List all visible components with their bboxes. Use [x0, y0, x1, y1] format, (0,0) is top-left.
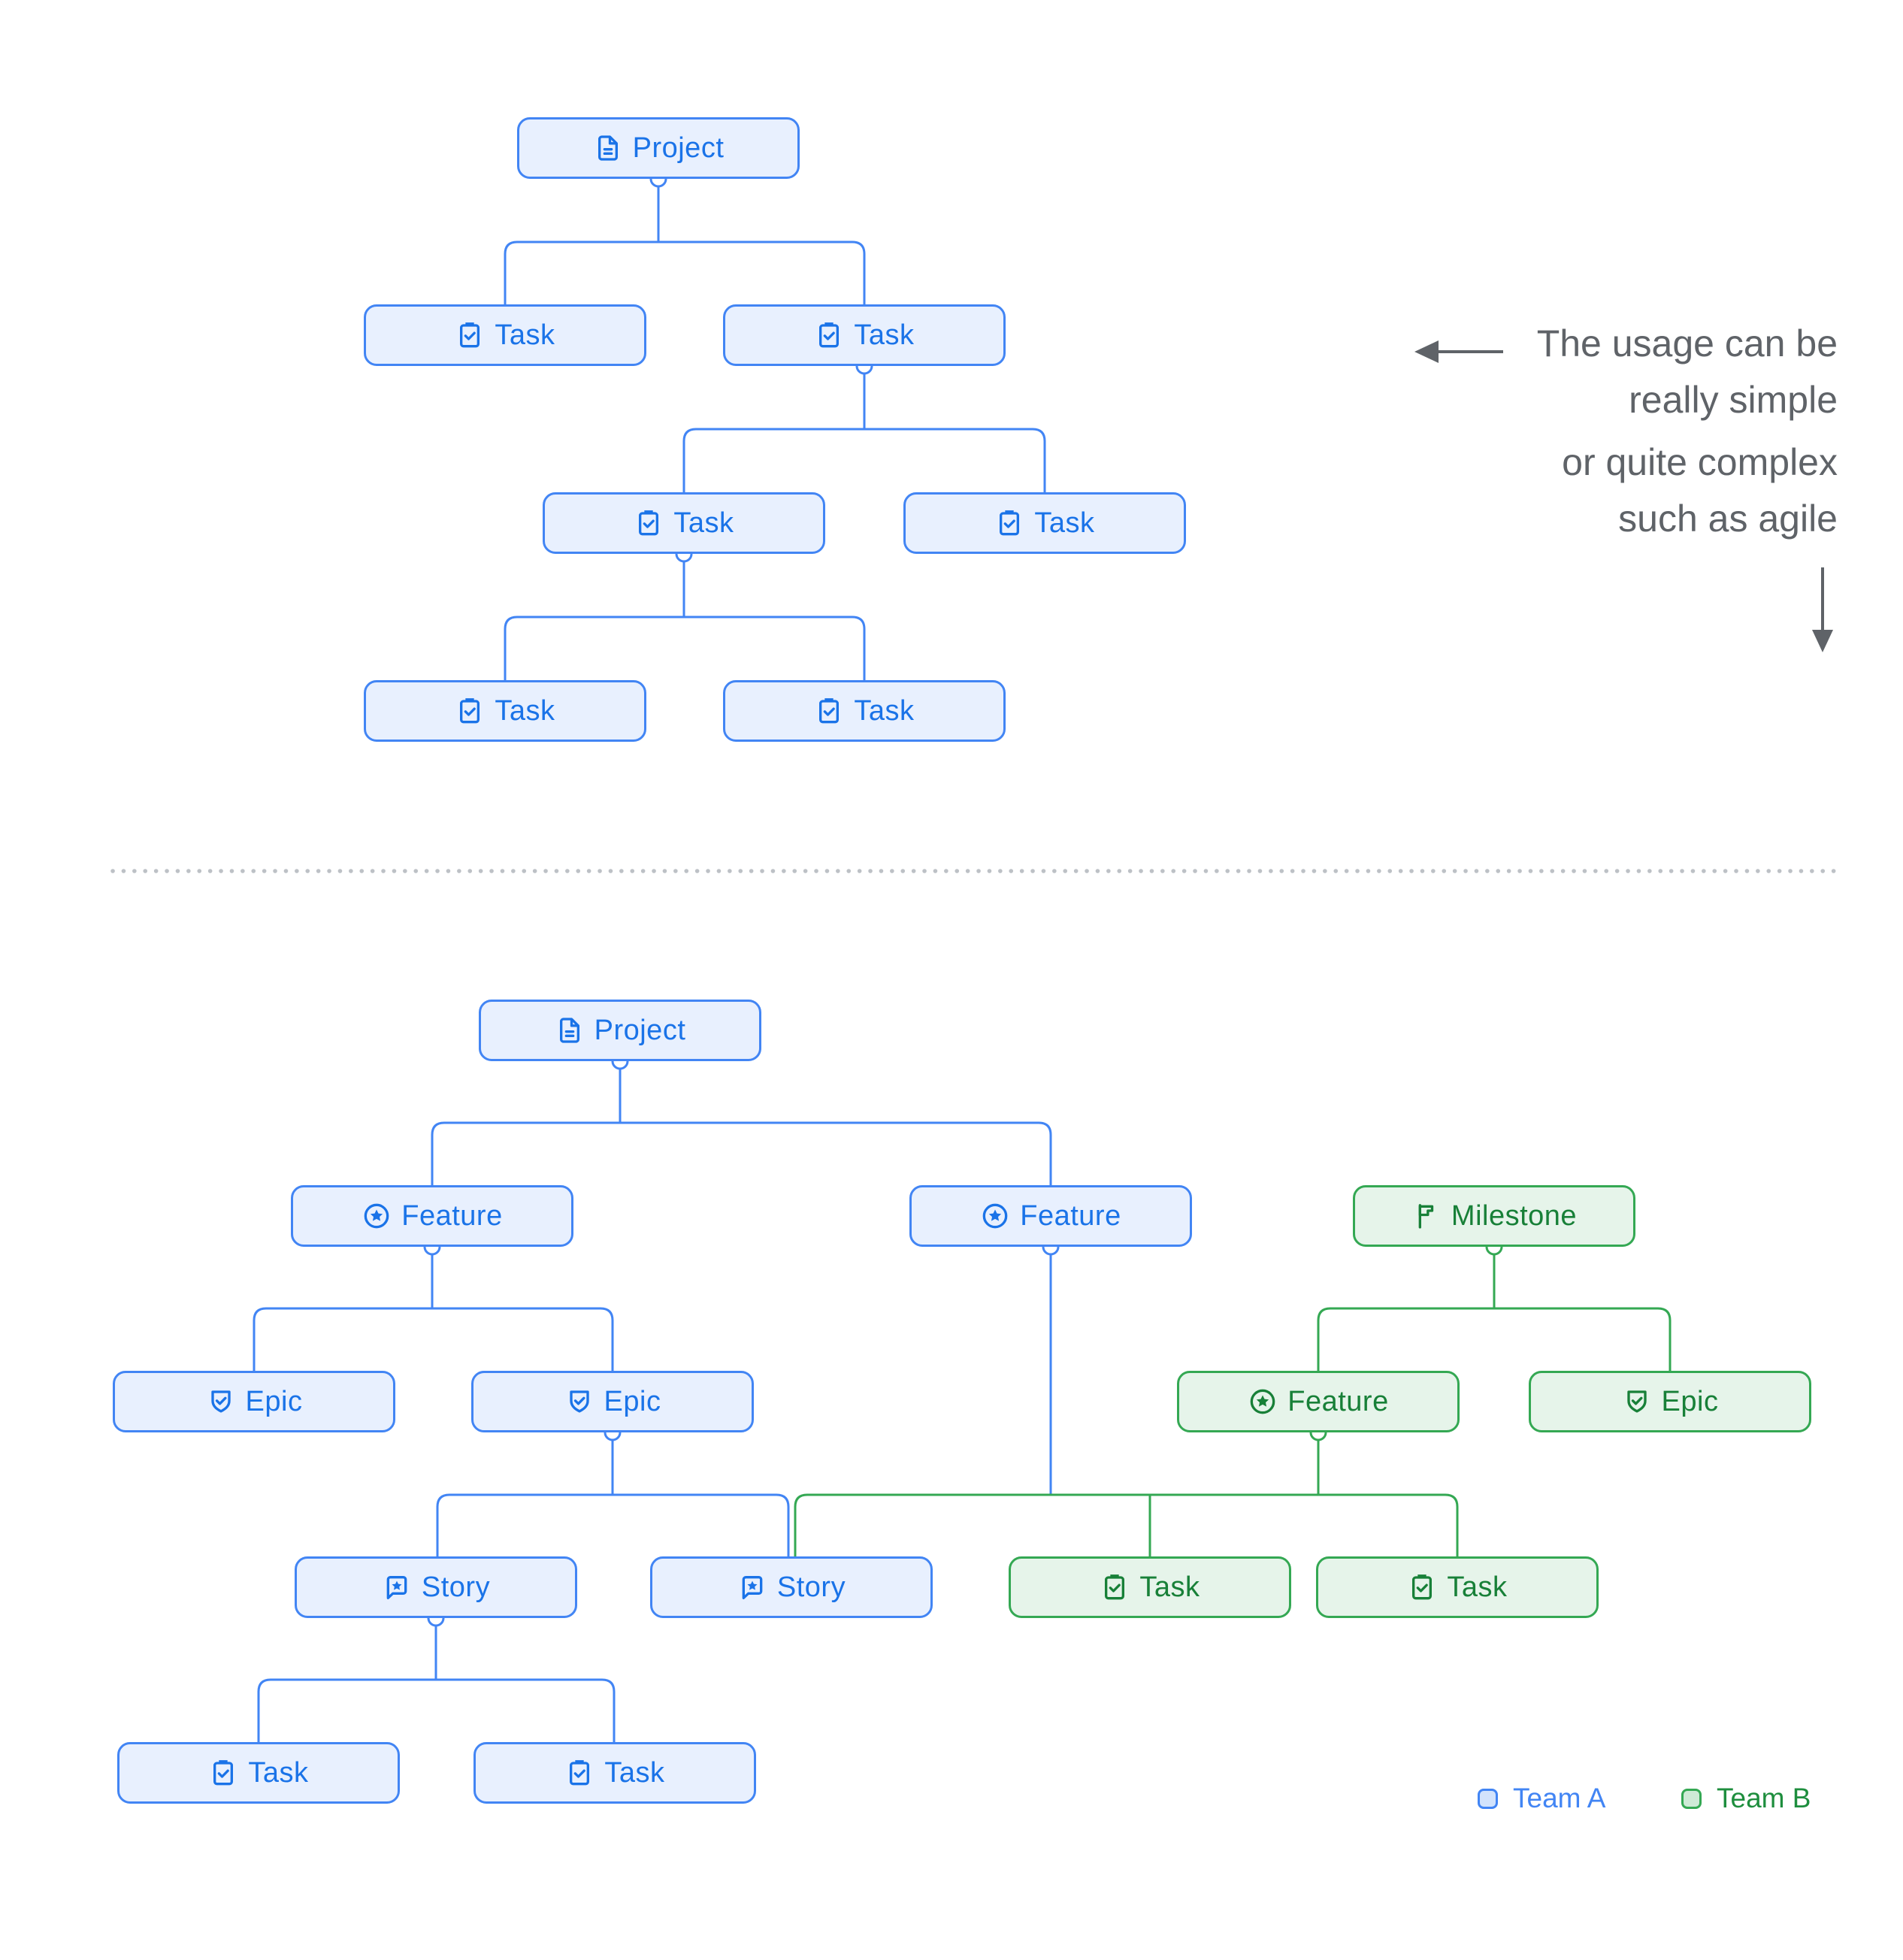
team-b-label: Team B: [1717, 1783, 1811, 1813]
team-a-label: Team A: [1513, 1783, 1606, 1813]
node-label: Story: [776, 1571, 846, 1603]
task-icon: [455, 696, 485, 726]
node-label: Task: [248, 1756, 309, 1789]
node-task: Task: [723, 304, 1006, 366]
node-task: Task: [117, 1742, 400, 1804]
node-label: Task: [604, 1756, 665, 1789]
epic-icon: [1622, 1387, 1652, 1417]
node-label: Epic: [245, 1385, 303, 1417]
tree-connector: [794, 1493, 1459, 1556]
node-label: Project: [594, 1014, 686, 1046]
tree-connector: [1317, 1307, 1672, 1371]
node-story: Story: [295, 1556, 577, 1618]
annotation-line: The usage can be: [1536, 322, 1838, 364]
node-feature: Feature: [291, 1185, 573, 1247]
node-label: Task: [673, 507, 734, 539]
annotation-line: or quite complex: [1562, 441, 1838, 483]
tree-connector: [504, 240, 866, 304]
epic-icon: [564, 1387, 594, 1417]
team-b-swatch-icon: [1681, 1788, 1702, 1809]
node-epic: Epic: [1529, 1371, 1811, 1432]
task-icon: [634, 508, 664, 538]
node-label: Feature: [1020, 1199, 1121, 1232]
tree-connector: [436, 1493, 790, 1556]
node-label: Story: [421, 1571, 491, 1603]
node-label: Epic: [1661, 1385, 1719, 1417]
node-label: Task: [1139, 1571, 1200, 1603]
node-feature: Feature: [909, 1185, 1192, 1247]
annotation-simple: The usage can be really simple: [1537, 316, 1838, 428]
node-label: Milestone: [1451, 1199, 1578, 1232]
annotation-line: really simple: [1629, 379, 1838, 421]
node-feature: Feature: [1177, 1371, 1460, 1432]
node-label: Task: [854, 694, 915, 727]
annotation-line: such as agile: [1618, 498, 1838, 540]
node-label: Task: [495, 319, 555, 351]
node-milestone: Milestone: [1353, 1185, 1635, 1247]
team-a-swatch-icon: [1478, 1788, 1498, 1809]
doc-icon: [593, 133, 623, 163]
node-label: Project: [632, 132, 725, 164]
tree-connector: [682, 428, 1046, 492]
node-epic: Epic: [113, 1371, 395, 1432]
feature-icon: [362, 1201, 392, 1231]
task-icon: [994, 508, 1024, 538]
node-label: Task: [854, 319, 915, 351]
node-project: Project: [479, 1000, 761, 1061]
legend-team-a: Team A: [1478, 1783, 1605, 1814]
node-epic: Epic: [471, 1371, 754, 1432]
task-icon: [455, 320, 485, 350]
story-icon: [737, 1572, 767, 1602]
node-task: Task: [723, 680, 1006, 742]
node-task: Task: [364, 680, 646, 742]
story-icon: [382, 1572, 412, 1602]
node-label: Feature: [1287, 1385, 1389, 1417]
node-task: Task: [1316, 1556, 1599, 1618]
node-label: Epic: [604, 1385, 661, 1417]
task-icon: [208, 1758, 238, 1788]
task-icon: [814, 696, 844, 726]
tree-connector: [253, 1307, 614, 1371]
tree-connector: [504, 616, 866, 680]
left-arrow-icon: [1414, 340, 1439, 363]
doc-icon: [555, 1015, 585, 1045]
feature-icon: [980, 1201, 1010, 1231]
node-label: Feature: [401, 1199, 503, 1232]
node-story: Story: [650, 1556, 933, 1618]
flag-icon: [1411, 1201, 1442, 1231]
node-label: Task: [1034, 507, 1095, 539]
tree-connector: [431, 1121, 1052, 1185]
task-icon: [1100, 1572, 1130, 1602]
node-task: Task: [364, 304, 646, 366]
epic-icon: [206, 1387, 236, 1417]
task-icon: [1407, 1572, 1437, 1602]
node-label: Task: [495, 694, 555, 727]
annotation-complex: or quite complex such as agile: [1562, 434, 1838, 547]
node-project: Project: [517, 117, 800, 179]
task-icon: [814, 320, 844, 350]
node-label: Task: [1447, 1571, 1508, 1603]
node-task: Task: [1009, 1556, 1291, 1618]
legend-team-b: Team B: [1681, 1783, 1811, 1814]
node-task: Task: [473, 1742, 756, 1804]
task-icon: [564, 1758, 594, 1788]
down-arrow-icon: [1812, 630, 1833, 652]
tree-connector: [257, 1678, 616, 1742]
node-task: Task: [543, 492, 825, 554]
feature-icon: [1248, 1387, 1278, 1417]
node-task: Task: [903, 492, 1186, 554]
